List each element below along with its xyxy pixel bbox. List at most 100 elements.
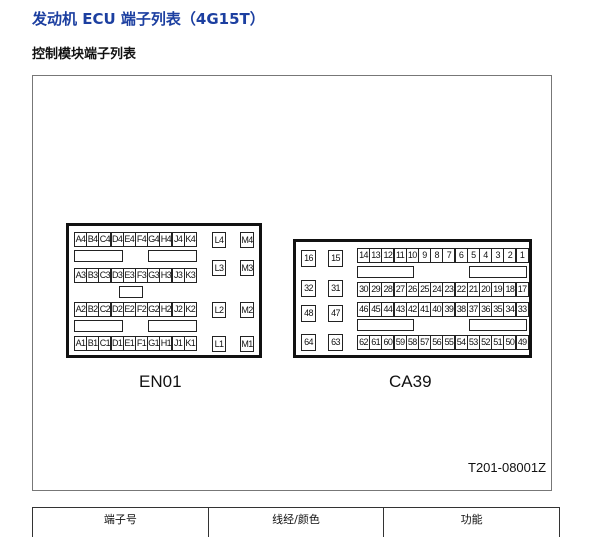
pin-36: 36 [479,302,492,317]
pin-5: 5 [466,248,480,263]
pin-C2: C2 [98,302,112,317]
pin-L1: L1 [212,336,226,352]
pin-27: 27 [393,282,407,297]
pin-E1: E1 [122,336,136,351]
pin-20: 20 [479,282,492,297]
pin-10: 10 [405,248,419,263]
pin-6: 6 [454,248,468,263]
figure-code: T201-08001Z [468,460,547,475]
header-terminal-no: 端子号 [33,508,209,537]
pin-54: 54 [454,335,468,350]
pin-F4: F4 [135,232,148,247]
pin-G3: G3 [147,268,161,283]
pin-31: 31 [328,280,343,297]
pin-51: 51 [491,335,505,350]
pin-53: 53 [466,335,480,350]
pin-H3: H3 [159,268,173,283]
pin-24: 24 [430,282,444,297]
pin-1: 1 [515,248,529,263]
pin-37: 37 [466,302,480,317]
pin-E4: E4 [122,232,136,247]
pin-H2: H2 [159,302,173,317]
pin-26: 26 [405,282,419,297]
connector-latch [357,266,414,278]
connector-latch [148,250,197,262]
connector-latch [469,319,527,331]
pin-2: 2 [503,248,517,263]
pin-17: 17 [515,282,529,297]
pin-F2: F2 [135,302,148,317]
pin-G1: G1 [147,336,161,351]
connector-figure [32,75,552,491]
pin-E3: E3 [122,268,136,283]
pin-50: 50 [503,335,517,350]
pin-L3: L3 [212,260,226,276]
pin-16: 16 [301,250,316,267]
pin-B2: B2 [86,302,100,317]
pin-64: 64 [301,334,316,351]
pin-52: 52 [479,335,492,350]
pin-J1: J1 [171,336,185,351]
connector-latch [119,286,143,298]
pin-B4: B4 [86,232,100,247]
pin-55: 55 [442,335,456,350]
pin-18: 18 [503,282,517,297]
pin-K1: K1 [183,336,197,351]
pin-7: 7 [442,248,456,263]
pin-23: 23 [442,282,456,297]
pin-34: 34 [503,302,517,317]
pin-C3: C3 [98,268,112,283]
pin-14: 14 [357,248,370,263]
pin-38: 38 [454,302,468,317]
pin-63: 63 [328,334,343,351]
pin-11: 11 [393,248,407,263]
pin-L4: L4 [212,232,226,248]
connector-latch [74,320,123,332]
connector-label-en01: EN01 [139,372,182,391]
pin-4: 4 [479,248,492,263]
pin-46: 46 [357,302,370,317]
pin-K3: K3 [183,268,197,283]
page-title: 发动机 ECU 端子列表（4G15T） [32,10,265,28]
section-title: 控制模块端子列表 [32,47,137,62]
pin-D3: D3 [110,268,124,283]
pin-35: 35 [491,302,505,317]
pin-33: 33 [515,302,529,317]
pin-48: 48 [301,305,316,322]
pin-60: 60 [381,335,395,350]
pin-A1: A1 [74,336,87,351]
pin-G4: G4 [147,232,161,247]
pin-15: 15 [328,250,343,267]
pin-J3: J3 [171,268,185,283]
pin-19: 19 [491,282,505,297]
pin-C1: C1 [98,336,112,351]
pin-H4: H4 [159,232,173,247]
connector-latch [357,319,414,331]
pin-M4: M4 [240,232,254,248]
pin-K4: K4 [183,232,197,247]
pin-57: 57 [418,335,431,350]
pin-59: 59 [393,335,407,350]
pin-45: 45 [369,302,383,317]
pin-47: 47 [328,305,343,322]
pin-62: 62 [357,335,370,350]
pin-40: 40 [430,302,444,317]
pin-49: 49 [515,335,529,350]
pin-39: 39 [442,302,456,317]
pin-9: 9 [418,248,431,263]
pin-56: 56 [430,335,444,350]
pin-A2: A2 [74,302,87,317]
pin-C4: C4 [98,232,112,247]
pin-28: 28 [381,282,395,297]
pin-13: 13 [369,248,383,263]
pin-F1: F1 [135,336,148,351]
connector-latch [469,266,527,278]
terminal-table-header: 端子号 线经/颜色 功能 [32,507,560,537]
pin-8: 8 [430,248,444,263]
pin-42: 42 [405,302,419,317]
pin-B1: B1 [86,336,100,351]
pin-29: 29 [369,282,383,297]
connector-label-ca39: CA39 [389,372,432,391]
pin-21: 21 [466,282,480,297]
